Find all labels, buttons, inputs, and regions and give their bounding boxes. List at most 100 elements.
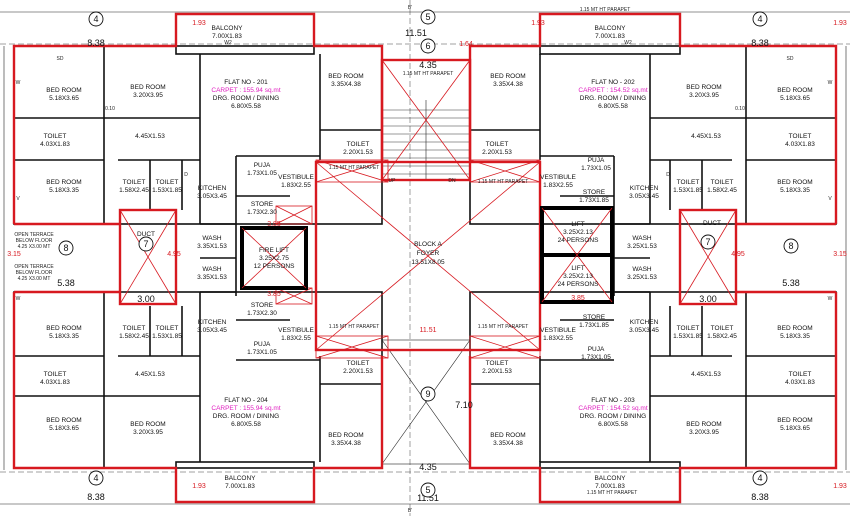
puja-bl-name: PUJA — [254, 341, 271, 348]
dim-1151-t: 11.51 — [405, 28, 427, 38]
bed-br-b-dim: 3.20X3.95 — [689, 429, 719, 436]
flat-201-living: DRG. ROOM / DINING — [213, 95, 279, 102]
toilet-br-3-name: TOILET — [711, 325, 734, 332]
kitchen-bl-name: KITCHEN — [198, 319, 227, 326]
flat-204-dim: 6.80X5.58 — [231, 421, 261, 428]
window-tag-1: W — [828, 80, 833, 86]
lobby-sub: FOYER — [417, 250, 440, 257]
bed-tl-a-dim: 5.18X3.65 — [49, 95, 79, 102]
bub-4-tr-circle — [752, 11, 768, 27]
kitchen-br-name: KITCHEN — [630, 319, 659, 326]
dim-300-r: 3.00 — [699, 294, 717, 304]
rd-193-br: 1.93 — [833, 483, 847, 490]
flat-202-carpet: CARPET : 154.52 sq.mt — [578, 87, 647, 94]
lobby-l-dn: 4.45X1.53 — [135, 371, 165, 378]
window-tag-2: W2 — [224, 40, 232, 46]
window-tag-9: V — [828, 196, 832, 202]
bed-bl-c-dim: 3.35X4.38 — [331, 440, 361, 447]
dim-838-tr: 8.38 — [751, 38, 769, 48]
puja-br-name: PUJA — [588, 346, 605, 353]
lift-1-name: LIFT — [571, 221, 584, 228]
toilet-bl-2-dim: 1.58X2.45 — [119, 333, 149, 340]
bed-tl-b-dim: 3.20X3.95 — [133, 92, 163, 99]
puja-bl-dim: 1.73X1.05 — [247, 349, 277, 356]
window-tag-13: D — [666, 172, 670, 178]
bed-tl-d-name: BED ROOM — [46, 179, 81, 186]
flat-203-dim: 6.80X5.58 — [598, 421, 628, 428]
bed-bl-d-dim: 5.18X3.35 — [49, 333, 79, 340]
wash-tl-1-dim: 3.35X1.53 — [197, 243, 227, 250]
toilet-tr-3-name: TOILET — [711, 179, 734, 186]
balcony-tr-dim: 7.00X1.83 — [595, 33, 625, 40]
bub-4-br: 4 — [757, 473, 762, 483]
sec-b-bot: B' — [408, 508, 412, 514]
toilet-tc-l-name: TOILET — [347, 141, 370, 148]
bed-bl-c-name: BED ROOM — [328, 432, 363, 439]
bub-5-t-circle — [420, 9, 436, 25]
wash-tr-2-dim: 3.25X1.53 — [627, 274, 657, 281]
vest-tl-name: VESTIBULE — [278, 174, 314, 181]
terrace-2-line-1: BELOW FLOOR — [16, 270, 53, 276]
bed-br-c-dim: 3.35X4.38 — [493, 440, 523, 447]
store-br-name: STORE — [583, 314, 606, 321]
toilet-bl-3-name: TOILET — [156, 325, 179, 332]
window-tag-4: W — [16, 296, 21, 302]
toilet-bl-2-name: TOILET — [123, 325, 146, 332]
bed-br-d-dim: 5.18X3.35 — [780, 333, 810, 340]
toilet-tl-2-name: TOILET — [123, 179, 146, 186]
bed-br-c-name: BED ROOM — [490, 432, 525, 439]
dim-538-l: 5.38 — [57, 278, 75, 288]
window-tag-0: W — [16, 80, 21, 86]
terrace-1-line-1: BELOW FLOOR — [16, 238, 53, 244]
kitchen-tl-dim: 3.05X3.45 — [197, 193, 227, 200]
bub-4-tl-circle — [88, 11, 104, 27]
bub-4-tl: 4 — [93, 14, 98, 24]
flat-201-carpet: CARPET : 155.94 sq.mt — [211, 87, 280, 94]
bed-tr-d-name: BED ROOM — [777, 179, 812, 186]
puja-tr-name: PUJA — [588, 157, 605, 164]
bed-tr-c-dim: 3.35X4.38 — [493, 81, 523, 88]
toilet-bc-l-name: TOILET — [347, 360, 370, 367]
lift-shafts — [240, 206, 614, 304]
toilet-tl-3-name: TOILET — [156, 179, 179, 186]
bed-br-b-name: BED ROOM — [686, 421, 721, 428]
window-tag-5: W — [828, 296, 833, 302]
bed-tr-b-dim: 3.20X3.95 — [689, 92, 719, 99]
bub-6-t: 6 — [425, 41, 430, 51]
toilet-tr-2-name: TOILET — [677, 179, 700, 186]
toilet-tl-1-name: TOILET — [44, 133, 67, 140]
window-tag-10: 0.10 — [105, 106, 115, 112]
bed-tr-a-dim: 5.18X3.65 — [780, 95, 810, 102]
store-tl-name: STORE — [251, 201, 274, 208]
rd-495-l: 4.95 — [167, 251, 181, 258]
flat-204-living: DRG. ROOM / DINING — [213, 413, 279, 420]
dim-538-r: 5.38 — [782, 278, 800, 288]
rd-164: 1.64 — [459, 41, 473, 48]
bub-4-br-circle — [752, 470, 768, 486]
bed-tl-c-dim: 3.35X4.38 — [331, 81, 361, 88]
store-br-dim: 1.73X1.85 — [579, 322, 609, 329]
bed-tl-c-name: BED ROOM — [328, 73, 363, 80]
bub-7-r-circle — [700, 234, 716, 250]
parapet-tr: 1.15 MT HT PARAPET — [478, 179, 529, 185]
window-tag-8: V — [16, 196, 20, 202]
kitchen-tr-name: KITCHEN — [630, 185, 659, 192]
vest-tr-name: VESTIBULE — [540, 174, 576, 181]
dim-435-t: 4.35 — [419, 60, 437, 70]
flat-202-title: FLAT NO - 202 — [591, 79, 635, 86]
bed-tl-b-name: BED ROOM — [130, 84, 165, 91]
rd-385-t: 3.85 — [267, 221, 281, 228]
window-tag-11: 0.10 — [735, 106, 745, 112]
kitchen-tl-name: KITCHEN — [198, 185, 227, 192]
kitchen-bl-dim: 3.05X3.45 — [197, 327, 227, 334]
flat-201-title: FLAT NO - 201 — [224, 79, 268, 86]
rd-1151: 11.51 — [420, 327, 437, 334]
flat-202-dim: 6.80X5.58 — [598, 103, 628, 110]
puja-tr-dim: 1.73X1.05 — [581, 165, 611, 172]
terrace-1-line-0: OPEN TERRACE — [14, 232, 54, 238]
bed-br-a-dim: 5.18X3.65 — [780, 425, 810, 432]
